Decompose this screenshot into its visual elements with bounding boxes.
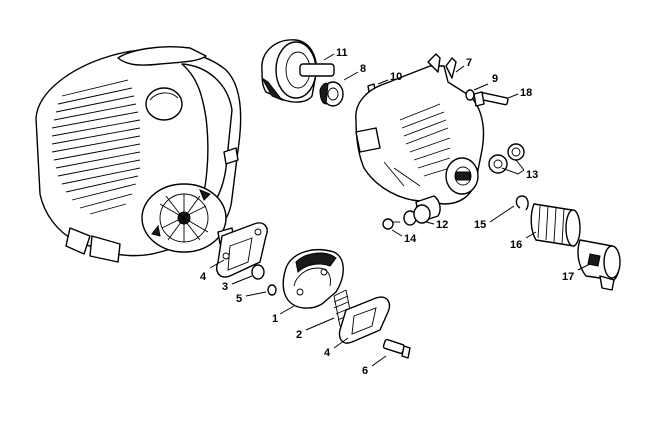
bearing-icon <box>319 81 344 107</box>
callout-5: 5 <box>236 293 242 305</box>
callout-17: 17 <box>562 271 574 283</box>
gasket-icon <box>216 222 268 278</box>
screw-icon-small <box>382 218 400 230</box>
clutch-housing-icon <box>355 53 485 205</box>
clutch-shoe-icon <box>282 249 344 309</box>
bushing-icon <box>488 143 525 174</box>
bolt-icon <box>473 91 509 107</box>
drive-sleeve-icon <box>530 203 581 247</box>
engine-housing-icon <box>35 46 242 263</box>
snap-ring-icon <box>515 195 529 211</box>
flywheel-icon <box>151 189 211 243</box>
spacer-icon <box>251 264 265 280</box>
callout-3: 3 <box>222 281 228 293</box>
gasket-icon-2 <box>338 296 391 344</box>
callout-6: 6 <box>362 365 368 377</box>
callout-10: 10 <box>390 71 402 83</box>
callout-12: 12 <box>436 219 448 231</box>
callout-11: 11 <box>336 47 348 59</box>
callout-15: 15 <box>474 219 486 231</box>
callout-4a: 4 <box>200 271 207 283</box>
callout-8: 8 <box>360 63 366 75</box>
callout-1: 1 <box>272 313 278 325</box>
cooling-fins <box>51 79 141 215</box>
callout-9: 9 <box>492 73 498 85</box>
clutch-drum-icon <box>261 39 335 103</box>
callout-18: 18 <box>520 87 532 99</box>
callout-7: 7 <box>466 57 472 69</box>
callout-16: 16 <box>510 239 522 251</box>
coupling-icon <box>577 239 621 291</box>
o-ring-icon <box>267 284 277 296</box>
callout-2: 2 <box>296 329 302 341</box>
callout-13: 13 <box>526 169 538 181</box>
callout-14: 14 <box>404 233 417 245</box>
washer-icon <box>465 89 475 101</box>
leader-lines <box>209 53 591 367</box>
sleeve-icon <box>403 195 441 226</box>
screw-icon-bottom <box>382 338 411 359</box>
housing-fins <box>383 103 451 187</box>
callouts: 11 8 10 7 9 18 13 12 14 15 16 17 4 3 5 1… <box>200 47 574 377</box>
callout-4b: 4 <box>324 347 331 359</box>
